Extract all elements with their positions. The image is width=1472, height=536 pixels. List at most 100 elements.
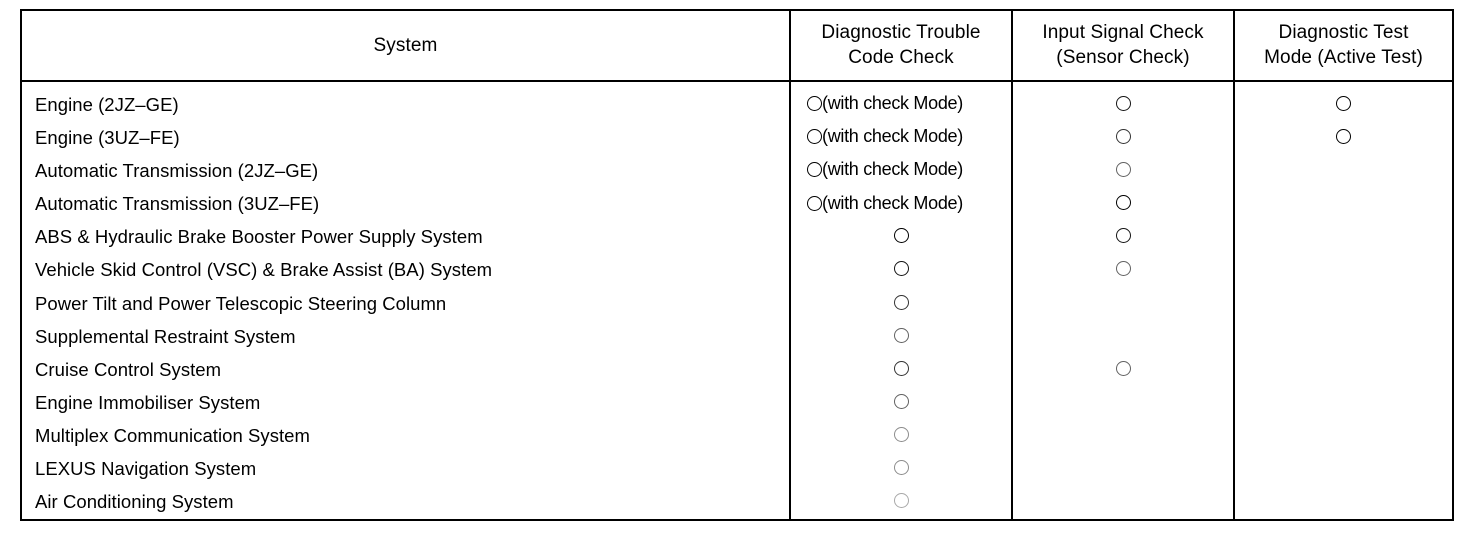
column-header-system-line1: System — [373, 34, 438, 56]
circle-mark-icon — [893, 294, 909, 310]
system-name-label: Engine Immobiliser System — [35, 391, 261, 413]
dtc-check-cell — [790, 286, 1013, 321]
input-signal-check-cell — [1012, 419, 1235, 453]
dtc-check-mark: (with check Mode) — [807, 93, 963, 114]
circle-mark-icon — [807, 195, 822, 211]
dtc-check-mark — [893, 427, 909, 443]
test-mode-check-cell — [1234, 221, 1453, 254]
circle-mark-icon — [1115, 261, 1131, 277]
input-signal-check-cell — [1012, 81, 1235, 122]
circle-mark-icon — [1115, 161, 1131, 177]
test-mode-check-cell — [1234, 154, 1453, 187]
input-signal-check-mark — [1115, 95, 1131, 111]
test-mode-check-mark — [1336, 128, 1351, 144]
input-signal-check-mark — [1115, 261, 1131, 277]
input-signal-check-cell — [1012, 286, 1235, 321]
circle-mark-icon — [893, 393, 909, 409]
column-header-input-signal: Input Signal Check (Sensor Check) — [1012, 10, 1235, 82]
system-name-cell: Supplemental Restraint System — [21, 320, 791, 354]
dtc-check-mark — [893, 360, 909, 376]
table-row: Automatic Transmission (2JZ–GE) (with che… — [21, 154, 1453, 188]
system-name-cell: Air Conditioning System — [21, 485, 791, 520]
dtc-check-mark: (with check Mode) — [807, 126, 963, 147]
input-signal-check-cell — [1012, 154, 1235, 188]
check-mode-note: (with check Mode) — [822, 159, 963, 180]
table-row: Engine (2JZ–GE) (with check Mode) — [21, 81, 1453, 122]
system-name-label: Automatic Transmission (3UZ–FE) — [35, 193, 320, 215]
table-body: Engine (2JZ–GE)(with check Mode)Engine (… — [21, 81, 1453, 520]
system-name-label: Air Conditioning System — [35, 491, 234, 513]
table-row: Vehicle Skid Control (VSC) & Brake Assis… — [21, 253, 1453, 287]
system-name-label: Supplemental Restraint System — [35, 325, 296, 347]
system-name-cell: Engine Immobiliser System — [21, 386, 791, 420]
system-name-cell: Vehicle Skid Control (VSC) & Brake Assis… — [21, 253, 791, 287]
system-name-cell: ABS & Hydraulic Brake Booster Power Supp… — [21, 220, 791, 254]
test-mode-check-cell — [1234, 486, 1453, 520]
circle-mark-icon — [1115, 360, 1131, 376]
dtc-check-mark — [893, 261, 909, 277]
circle-mark-icon — [807, 129, 822, 145]
circle-mark-icon — [1115, 195, 1131, 211]
table-row: Cruise Control System — [21, 353, 1453, 387]
circle-mark-icon — [1115, 95, 1131, 111]
system-name-label: Vehicle Skid Control (VSC) & Brake Assis… — [35, 259, 493, 281]
dtc-check-cell: (with check Mode) — [790, 187, 1013, 221]
test-mode-check-cell — [1234, 81, 1453, 121]
table-row: Supplemental Restraint System — [21, 320, 1453, 354]
check-mode-note: (with check Mode) — [822, 93, 963, 114]
system-name-cell: Engine (2JZ–GE) — [21, 81, 791, 122]
table-row: Multiplex Communication System — [21, 419, 1453, 453]
system-name-cell: Cruise Control System — [21, 353, 791, 387]
system-name-cell: Automatic Transmission (3UZ–FE) — [21, 187, 791, 221]
dtc-check-mark — [893, 294, 909, 310]
input-signal-check-mark — [1115, 228, 1131, 244]
dtc-check-cell — [790, 452, 1013, 486]
input-signal-check-mark — [1115, 360, 1131, 376]
dtc-check-mark: (with check Mode) — [807, 193, 963, 214]
input-signal-check-cell — [1012, 220, 1235, 254]
column-header-input-signal-line1: Input Signal Check — [1042, 22, 1204, 43]
circle-mark-icon — [893, 427, 909, 443]
dtc-check-cell: (with check Mode) — [790, 154, 1013, 188]
test-mode-check-cell — [1234, 453, 1453, 486]
table-header: System Diagnostic Trouble Code Check Inp… — [21, 10, 1453, 82]
input-signal-check-cell — [1012, 253, 1235, 287]
header-row: System Diagnostic Trouble Code Check Inp… — [21, 10, 1453, 82]
dtc-check-cell — [790, 419, 1013, 453]
system-name-label: Engine (3UZ–FE) — [35, 126, 180, 148]
dtc-check-cell: (with check Mode) — [790, 121, 1013, 155]
input-signal-check-cell — [1012, 121, 1235, 155]
system-name-label: Multiplex Communication System — [35, 425, 310, 447]
circle-mark-icon — [893, 460, 909, 476]
column-header-dtc-line1: Diagnostic Trouble — [821, 22, 981, 43]
check-mode-note: (with check Mode) — [822, 126, 963, 147]
input-signal-check-cell — [1012, 452, 1235, 486]
test-mode-check-cell — [1234, 386, 1453, 419]
table-row: Automatic Transmission (3UZ–FE) (with che… — [21, 187, 1453, 221]
dtc-check-mark — [893, 460, 909, 476]
circle-mark-icon — [1115, 228, 1131, 244]
input-signal-check-cell — [1012, 353, 1235, 387]
table-row: Engine (3UZ–FE) (with check Mode) — [21, 121, 1453, 155]
column-header-system: System — [21, 10, 791, 82]
input-signal-check-mark — [1115, 161, 1131, 177]
test-mode-check-cell — [1234, 188, 1453, 221]
input-signal-check-cell — [1012, 187, 1235, 221]
system-name-cell: Multiplex Communication System — [21, 419, 791, 453]
dtc-check-cell — [790, 320, 1013, 354]
input-signal-check-cell — [1012, 320, 1235, 354]
dtc-check-cell — [790, 386, 1013, 420]
table-row: Engine Immobiliser System — [21, 386, 1453, 420]
input-signal-check-cell — [1012, 485, 1235, 520]
test-mode-check-mark — [1336, 95, 1351, 111]
circle-mark-icon — [893, 360, 909, 376]
test-mode-check-cell — [1234, 287, 1453, 320]
system-name-cell: Engine (3UZ–FE) — [21, 121, 791, 155]
system-name-label: Automatic Transmission (2JZ–GE) — [35, 159, 319, 181]
dtc-check-cell — [790, 353, 1013, 387]
system-name-cell: Power Tilt and Power Telescopic Steering… — [21, 286, 791, 321]
table-row: Air Conditioning System — [21, 485, 1453, 520]
system-name-label: ABS & Hydraulic Brake Booster Power Supp… — [35, 226, 483, 248]
test-mode-check-cell — [1234, 320, 1453, 353]
